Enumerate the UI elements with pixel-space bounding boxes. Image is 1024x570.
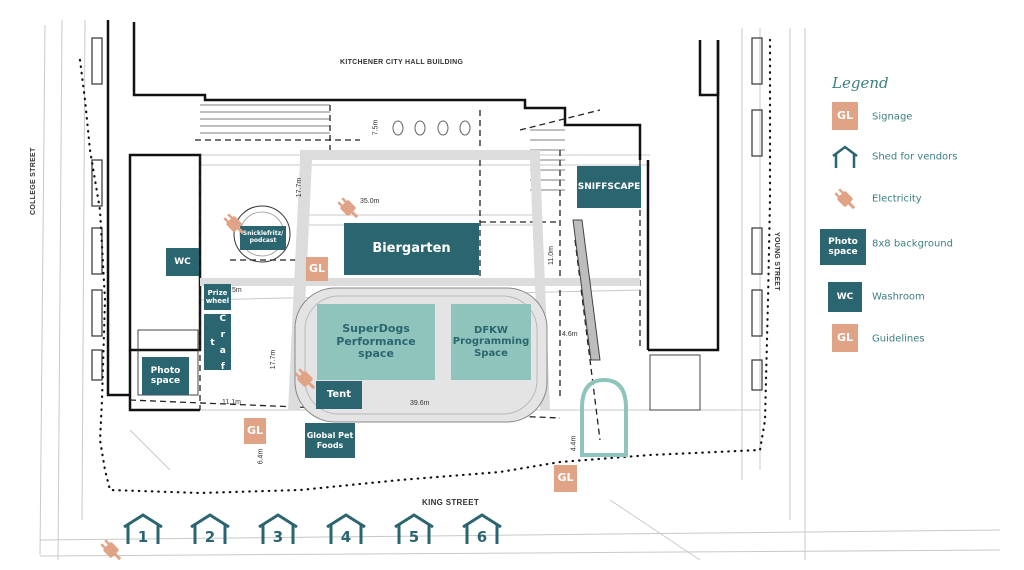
measurement-label: 11.1m bbox=[222, 399, 241, 406]
measurement-label: 11.0m bbox=[547, 246, 555, 265]
legend-title: Legend bbox=[832, 74, 889, 92]
city-hall-label: KITCHENER CITY HALL BUILDING bbox=[340, 59, 464, 66]
photo-space-swatch: Photo space bbox=[820, 229, 866, 265]
shed-number: 3 bbox=[273, 528, 283, 546]
signage-marker: GL bbox=[244, 418, 266, 444]
measurement-label: 35.0m bbox=[360, 198, 380, 205]
guidelines-swatch: GL bbox=[832, 324, 858, 352]
wc-swatch: WC bbox=[828, 282, 862, 312]
photo-space-area: Photo space bbox=[142, 357, 189, 395]
shed-icon: 6 bbox=[462, 513, 502, 546]
sniffscape-area: SNIFFSCAPE bbox=[577, 166, 641, 208]
biergarten-area: Biergarten bbox=[344, 223, 479, 275]
shed-number: 6 bbox=[477, 528, 487, 546]
plug-icon bbox=[223, 213, 245, 235]
wc-area: WC bbox=[166, 248, 199, 276]
legend-item-background: Photo space 8x8 background bbox=[820, 224, 1020, 265]
shed-number: 4 bbox=[341, 528, 351, 546]
shed-number: 1 bbox=[138, 528, 148, 546]
king-street-label: KING STREET bbox=[422, 498, 480, 507]
young-street-label: YOUNG STREET bbox=[773, 232, 780, 291]
plug-icon bbox=[100, 539, 122, 561]
plug-icon bbox=[834, 188, 856, 210]
legend-label: Washroom bbox=[872, 291, 925, 303]
legend-label: Electricity bbox=[872, 193, 922, 205]
legend-item-guidelines: GL Guidelines bbox=[820, 322, 1020, 356]
legend-item-shed: Shed for vendors bbox=[820, 140, 1020, 174]
dfkw-programming-area: DFKW Programming Space bbox=[451, 304, 531, 380]
measurement-label: 6.4m bbox=[257, 448, 265, 465]
global-pet-foods-area: Global Pet Foods bbox=[305, 423, 355, 458]
legend-label: Guidelines bbox=[872, 333, 925, 345]
plug-icon bbox=[337, 197, 359, 219]
shed-number: 2 bbox=[205, 528, 215, 546]
measurement-label: 17.7m bbox=[296, 177, 304, 198]
prize-wheel-area: Prize wheel bbox=[204, 284, 231, 310]
tent-area: Tent bbox=[316, 381, 362, 409]
shed-icon bbox=[832, 145, 858, 168]
shed-icon: 2 bbox=[190, 513, 230, 546]
measurement-label: 7.5m bbox=[372, 119, 380, 136]
legend-label: Signage bbox=[872, 111, 913, 123]
plug-icon bbox=[294, 368, 316, 390]
legend-item-electricity: Electricity bbox=[820, 182, 1020, 216]
shed-icon: 4 bbox=[326, 513, 366, 546]
legend-label: Shed for vendors bbox=[872, 151, 958, 163]
snicklefritz-podcast-area: Snicklefritz/ podcast bbox=[240, 226, 286, 250]
signage-marker: GL bbox=[554, 465, 577, 492]
shed-icon: 1 bbox=[123, 513, 163, 546]
measurement-label: 17.7m bbox=[270, 349, 278, 370]
legend-item-washroom: WC Washroom bbox=[820, 280, 1020, 314]
legend-label: 8x8 background bbox=[872, 238, 953, 250]
college-street-label: COLLEGE STREET bbox=[30, 147, 37, 215]
craft-area: C r a f t bbox=[204, 314, 231, 370]
measurement-label: 5m bbox=[232, 287, 242, 294]
measurement-label: 4.4m bbox=[570, 435, 578, 452]
signage-marker: GL bbox=[306, 257, 328, 281]
shed-icon: 3 bbox=[258, 513, 298, 546]
legend-item-signage: GL Signage bbox=[820, 100, 1020, 134]
measurement-label: 4.6m bbox=[562, 331, 578, 338]
measurement-label: 39.6m bbox=[410, 400, 430, 407]
superdogs-performance-area: SuperDogs Performance space bbox=[317, 304, 435, 380]
signage-swatch: GL bbox=[832, 102, 858, 130]
shed-icon: 5 bbox=[394, 513, 434, 546]
shed-number: 5 bbox=[409, 528, 419, 546]
